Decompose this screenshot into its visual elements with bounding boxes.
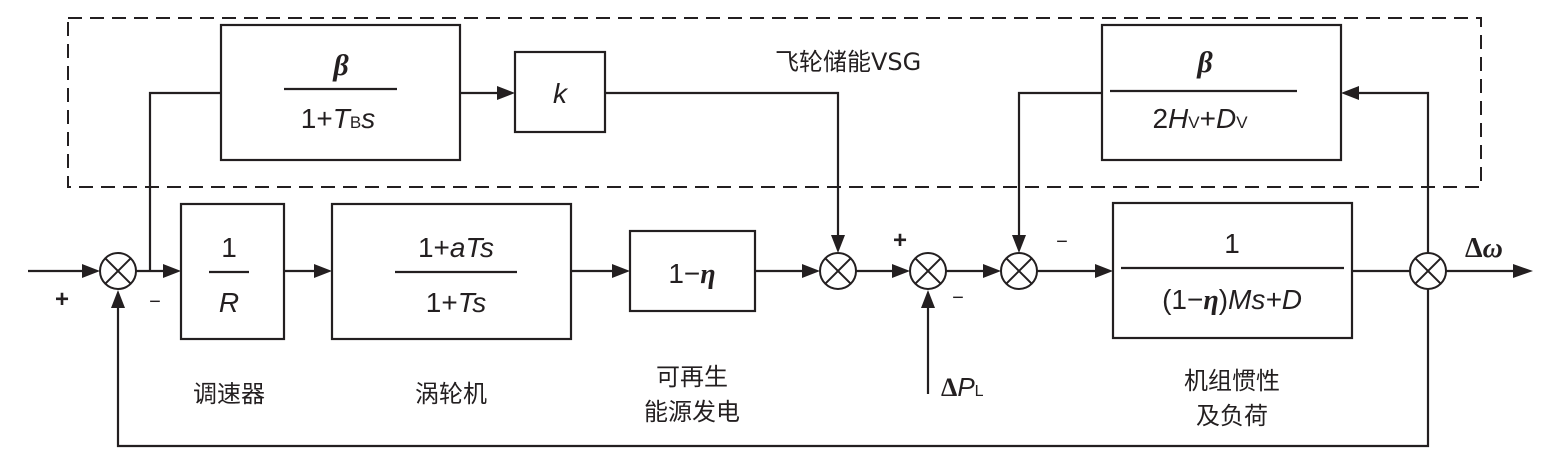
sum4-minus-sign: − [1056,231,1068,253]
filter-numerator: β [332,49,349,82]
turbine-denominator: 1+Ts [426,287,486,318]
main-feedback-line [116,289,1430,448]
vsg-numerator: β [1196,46,1213,79]
feedback-arrowhead [111,290,125,308]
vsg-title: 飞轮储能VSG [775,48,921,76]
sum2-arrowhead [802,264,820,278]
governor-denominator: R [219,287,239,318]
renewable-label-line1: 可再生 [656,363,728,391]
output-to-vsg-line [1351,91,1430,253]
sum3-arrowhead [892,264,910,278]
turbine-label: 涡轮机 [415,380,487,408]
summing-junction-2 [819,252,857,290]
vsg-denominator: 2HV+DV [1152,103,1248,134]
inertia-block: 1 (1−η)Ms+D [1111,201,1354,340]
inertia-arrowhead [1095,264,1113,278]
sum1-plus-sign: + [55,286,69,313]
gain-arrowhead [497,86,515,100]
gain-value: k [553,78,569,109]
inertia-denominator: (1−η)Ms+D [1162,284,1302,316]
inertia-label-line2: 及负荷 [1196,402,1268,430]
tap-to-filter-line [148,91,221,271]
load-disturbance-label: ΔPL [941,372,984,402]
output-arrowhead [1513,264,1533,278]
filter-block: β 1+TBs [219,23,462,162]
load-arrowhead [921,290,935,308]
gain-block: k [513,50,607,134]
filter-denominator: 1+TBs [301,103,375,134]
inertia-label-line1: 机组惯性 [1184,367,1280,395]
renewable-gain: 1−η [668,258,715,290]
sum4-arrowhead [983,264,1001,278]
sum1-minus-sign: − [149,291,161,313]
turbine-block: 1+aTs 1+Ts [330,202,573,341]
vsg-to-sum4-line [1017,91,1102,243]
renewable-label-line2: 能源发电 [644,398,740,426]
sum4-top-arrowhead [1012,235,1026,253]
vsg-block: β 2HV+DV [1100,23,1343,162]
turbine-arrowhead [314,264,332,278]
summing-junction-1 [99,252,137,290]
governor-block: 1 R [179,202,286,341]
governor-arrowhead [163,264,181,278]
renewable-block: 1−η [628,229,757,313]
summing-junction-3 [909,252,947,290]
inertia-numerator: 1 [1224,228,1240,259]
sum2-top-arrowhead [831,235,845,253]
summing-junction-4 [1000,252,1038,290]
output-frequency-label: Δω [1465,233,1503,264]
sum3-minus-sign: − [952,287,964,309]
turbine-numerator: 1+aTs [418,232,494,263]
vsg-dashed-boundary [67,17,1482,188]
input-arrowhead [82,264,100,278]
governor-numerator: 1 [221,232,237,263]
gain-to-sum2-line [605,91,840,243]
vsg-input-arrowhead [1341,86,1359,100]
sum3-plus-sign: + [893,227,907,254]
output-junction [1409,252,1447,290]
governor-label: 调速器 [193,380,265,408]
renewable-arrowhead [612,264,630,278]
